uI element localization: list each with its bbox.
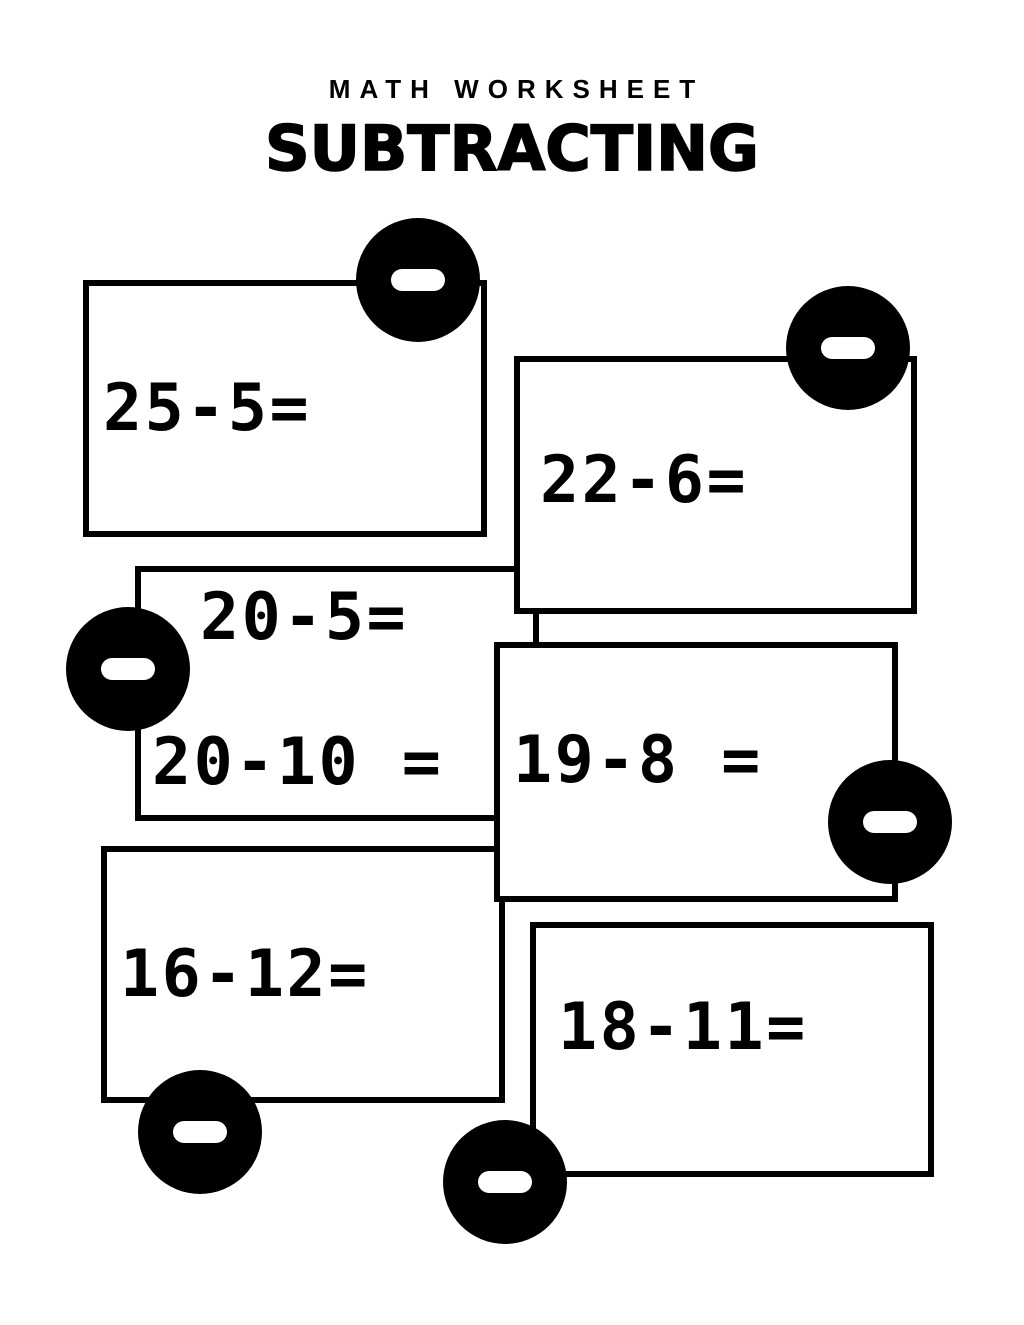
minus-icon [478, 1171, 532, 1193]
problem-expression: 22-6= [540, 443, 749, 518]
minus-badge-5 [138, 1070, 262, 1194]
minus-icon [101, 658, 155, 680]
problem-box-2: 22-6= [514, 356, 917, 614]
minus-badge-1 [356, 218, 480, 342]
minus-icon [173, 1121, 227, 1143]
problem-box-6: 18-11= [530, 922, 934, 1177]
page-title: SUBTRACTING [264, 111, 760, 186]
minus-badge-4 [828, 760, 952, 884]
problem-expression: 18-11= [558, 990, 808, 1065]
minus-badge-2 [786, 286, 910, 410]
minus-badge-3 [66, 607, 190, 731]
problem-expression: 16-12= [120, 937, 370, 1012]
problem-box-3: 20-5= 20-10 = [135, 566, 539, 821]
minus-icon [391, 269, 445, 291]
problem-expression: 20-5= [200, 580, 409, 655]
problem-box-5: 16-12= [101, 846, 505, 1103]
problem-expression: 20-10 = [152, 725, 444, 800]
worksheet-kicker: MATH WORKSHEET [328, 74, 705, 104]
minus-icon [863, 811, 917, 833]
minus-badge-6 [443, 1120, 567, 1244]
problem-box-4: 19-8 = [494, 642, 898, 902]
problem-expression: 25-5= [103, 371, 312, 446]
problem-expression: 19-8 = [513, 723, 763, 798]
minus-icon [821, 337, 875, 359]
